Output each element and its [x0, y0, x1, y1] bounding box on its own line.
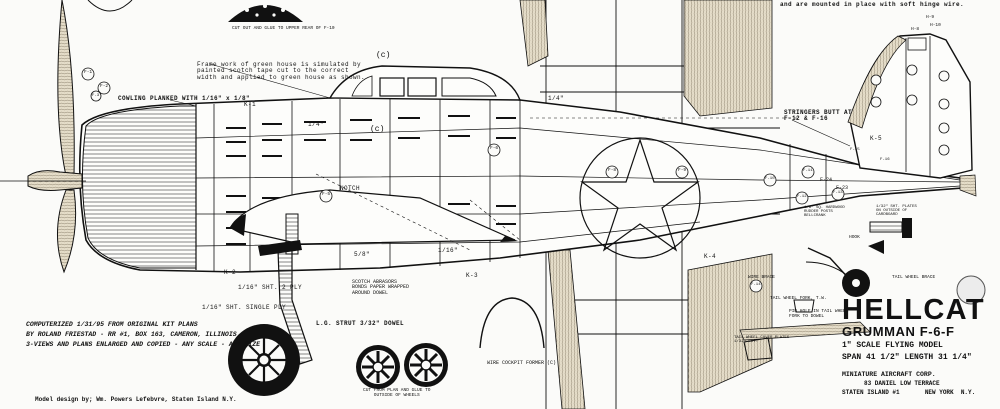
title-scale: 1" SCALE FLYING MODEL [842, 341, 943, 350]
maker-address-2: STATEN ISLAND #1 NEW YORK N.Y. [842, 389, 976, 396]
cut-wheels-note: CUT FROM PLAN AND GLUE TO OUTSIDE OF WHE… [363, 388, 431, 398]
label-k1: K-1 [244, 101, 257, 108]
former-f10: F-10 [765, 177, 775, 181]
canopy [328, 65, 522, 101]
canopy-label: (c) [376, 51, 391, 60]
cut-out-note: CUT OUT AND GLUE TO UPPER REAR OF F-10 [232, 26, 335, 31]
cover-plate [743, 337, 773, 361]
computerized-note: COMPUTERIZED 1/31/95 FROM ORIGINAL KIT P… [26, 321, 261, 349]
propeller [0, 0, 86, 274]
model-design-credit: Model design by; Wm. Powers Lefebvre, St… [35, 396, 237, 403]
gussets-note: 1/8" SQ. HARDWOOD RUDDER POSTS BELLCRANK [804, 206, 845, 219]
former-f11: F-11 [803, 169, 813, 173]
label-h10: H-10 [930, 23, 941, 28]
wing-trailing-upper [683, 0, 773, 117]
fin-ribs [870, 64, 950, 156]
former-f23: F-23 [836, 185, 849, 191]
stab-strip [739, 321, 871, 341]
roundel-star [580, 138, 700, 252]
wheel-hub-a [356, 345, 400, 389]
title-grumman: GRUMMAN F-6-F [842, 324, 955, 339]
former-f5: F-5 [322, 192, 331, 197]
cockpit-label: (c) [370, 125, 385, 134]
tail-wheel-assembly [805, 218, 912, 297]
construction-lines [315, 117, 800, 251]
dimension-four: 1/16" [438, 247, 459, 254]
title-hellcat: HELLCAT [842, 294, 985, 326]
former-f8: F-8 [608, 168, 617, 173]
single-ply-note: 1/16" SHT. SINGLE PLY [202, 304, 287, 311]
notch-label: NOTCH [340, 185, 361, 192]
former-f2: F-2 [100, 84, 109, 89]
label-h8: H-8 [911, 27, 920, 32]
stringers-note: STRINGERS BUTT AT F-12 & F-16 [784, 109, 853, 123]
two-ply-note: 1/16" SHT. 2 PLY [238, 284, 303, 291]
former-markers [81, 67, 845, 293]
hook-label: HOOK [849, 235, 860, 240]
label-k4: K-4 [704, 253, 717, 260]
main-wheel [228, 324, 300, 396]
cardboard-note: 1/32" SHT. PLATES ON OUTSIDE OF CARDBOAR… [876, 205, 917, 218]
label-k5: K-5 [870, 135, 883, 142]
pin-hole-note: PIN HOLE IN TAIL WHEEL FORK TO DOWEL [789, 309, 849, 319]
label-h9: H-9 [926, 15, 935, 20]
maker-address-1: 83 DANIEL LOW TERRACE [864, 380, 940, 387]
wing-spar-lower [547, 249, 586, 409]
roundel-circle [579, 137, 701, 259]
former-f16: F-16 [880, 158, 890, 162]
former-f1: F-1 [84, 70, 93, 75]
wheel-hub-b [404, 343, 448, 387]
landing-gear [258, 213, 313, 365]
maker-name: MINIATURE AIRCRAFT CORP. [842, 371, 936, 378]
leader-lines [169, 63, 851, 147]
scotch-note: SCOTCH ABRASORS BONDS PAPER WRAPPED AROU… [352, 279, 410, 296]
tail-wheel-brace-label: TAIL WHEEL BRACE [892, 275, 936, 280]
title-span: SPAN 41 1/2" LENGTH 31 1/4" [842, 353, 972, 362]
former-f15: F-15 [850, 148, 860, 152]
cockpit-former [479, 297, 545, 349]
former-f12: F-12 [797, 195, 807, 199]
former-f24: F-24 [820, 177, 833, 183]
wire-brace-label: WIRE BRACE [748, 275, 776, 280]
former-f3: F-3 [92, 94, 100, 98]
tail-wheel-cover-note: TAIL WHEEL COVER PLATES 1/32" SHT. [734, 336, 790, 345]
label-k2: K-2 [224, 269, 237, 276]
wire-cockpit-former-label: WIRE COCKPIT FORMER (C) [487, 360, 557, 366]
tail-wheel-fork-label: TAIL WHEEL FORK, T.W. [770, 296, 827, 301]
dimension-two: 1/4" [548, 95, 565, 102]
strut-note: L.G. STRUT 3/32" DOWEL [316, 320, 405, 327]
stamp [956, 275, 986, 305]
wing-spar-upper [519, 0, 549, 67]
former-f9: F-9 [678, 168, 687, 173]
former-f13: F-13 [833, 191, 843, 195]
former-f14: F-14 [751, 283, 761, 287]
roundel-fragment [87, 0, 133, 12]
former-f6: F-6 [490, 146, 499, 151]
cowling-note: COWLING PLANKED WITH 1/16" x 1/8" [118, 95, 251, 102]
dimension-one: 1/4" [308, 121, 325, 128]
cowling-section [81, 105, 197, 269]
dimension-three: 5/8" [354, 251, 371, 258]
top-right-note: and are mounted in place with soft hinge… [780, 1, 965, 8]
greenhouse-note: Frame work of green house is simulated b… [197, 61, 366, 81]
label-k3: K-3 [466, 272, 479, 279]
